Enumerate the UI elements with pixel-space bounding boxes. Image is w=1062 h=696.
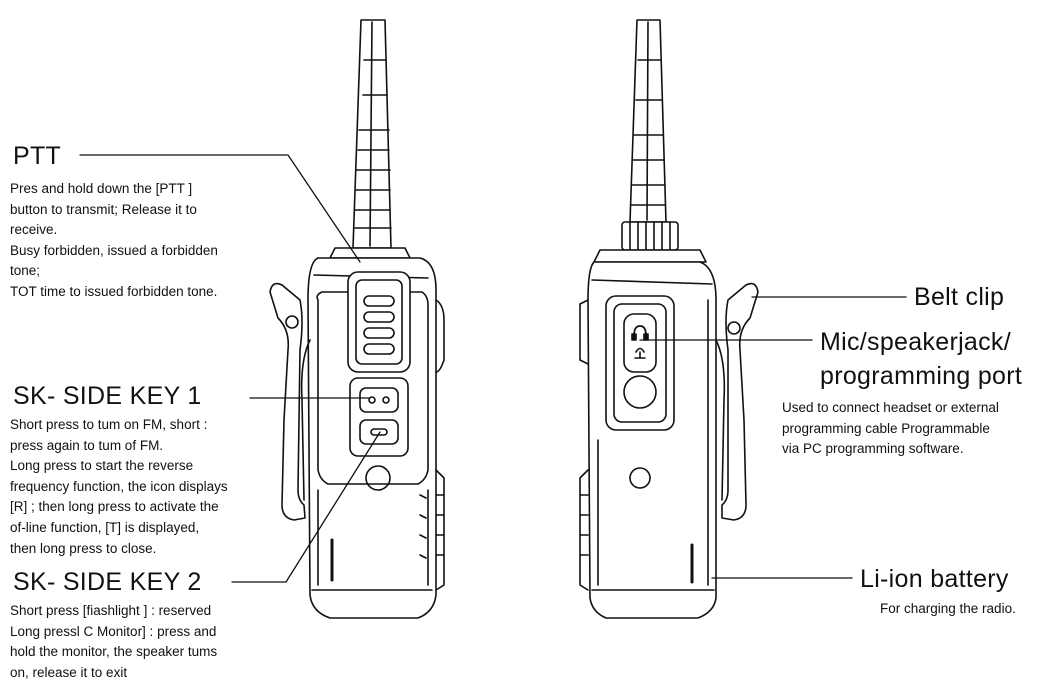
side-keys-drawing <box>349 377 409 457</box>
leader-lines <box>79 154 907 583</box>
mic-jack-line: Used to connect headset or external <box>782 400 999 415</box>
side-key-2-leader-line <box>231 431 381 583</box>
battery-title: Li-ion battery <box>860 565 1009 593</box>
back-belt-clip <box>721 282 759 521</box>
side-key-1-line: of-line function, [T] is displayed, <box>10 519 200 535</box>
side-key-2-line: hold the monitor, the speaker tums <box>10 644 218 660</box>
side-key-1-description: Short press to tum on FM, short : press … <box>10 415 228 559</box>
back-knob <box>621 221 679 251</box>
side-key-1-line: [R] ; then long press to activate the <box>10 499 219 515</box>
mic-jack-line: programming cable Programmable <box>782 420 990 436</box>
ptt-line: tone; <box>10 263 41 279</box>
ptt-line: Busy forbidden, issued a forbidden <box>10 242 218 258</box>
side-key-1-line: press again to tum of FM. <box>10 437 164 453</box>
ptt-line: receive. <box>10 222 58 238</box>
mic-jack-description: Used to connect headset or external prog… <box>782 398 999 460</box>
front-radio-illustration <box>269 19 445 619</box>
ptt-line: TOT time to issued forbidden tone. <box>10 283 218 299</box>
side-key-1-title: SK- SIDE KEY 1 <box>13 382 202 410</box>
ptt-leader-line <box>79 154 361 263</box>
battery-description: For charging the radio. <box>880 599 1016 620</box>
side-key-1-line: then long press to close. <box>10 540 157 556</box>
front-antenna <box>352 19 392 249</box>
side-key-1-line: frequency function, the icon displays <box>10 478 228 494</box>
battery-line: For charging the radio. <box>880 601 1016 616</box>
side-key-2-line: on, release it to exit <box>10 664 128 680</box>
mic-jack-cover-drawing <box>605 295 675 431</box>
ptt-title: PTT <box>13 142 62 170</box>
ptt-description: Pres and hold down the [PTT ] button to … <box>10 179 218 303</box>
ptt-line: Pres and hold down the [PTT ] <box>10 181 193 196</box>
mic-jack-title-line-2: programming port <box>820 362 1023 390</box>
side-key-2-title: SK- SIDE KEY 2 <box>13 568 202 596</box>
mic-jack-title-line-1: Mic/speakerjack/ <box>820 328 1011 356</box>
mic-jack-line: via PC programming software. <box>782 441 964 457</box>
side-key-2-line: Long pressl C Monitor] : press and <box>10 623 217 639</box>
side-key-2-description: Short press [fiashlight ] : reserved Lon… <box>10 601 217 683</box>
ptt-line: button to transmit; Release it to <box>10 201 197 217</box>
side-key-2-line: Short press [fiashlight ] : reserved <box>10 603 212 618</box>
side-key-1-line: Short press to tum on FM, short : <box>10 417 208 432</box>
back-radio-illustration <box>579 19 759 619</box>
side-key-1-line: Long press to start the reverse <box>10 458 194 474</box>
belt-clip-title: Belt clip <box>914 283 1005 311</box>
ptt-button-drawing <box>347 271 411 373</box>
front-belt-clip <box>269 282 306 521</box>
back-antenna <box>629 19 667 223</box>
